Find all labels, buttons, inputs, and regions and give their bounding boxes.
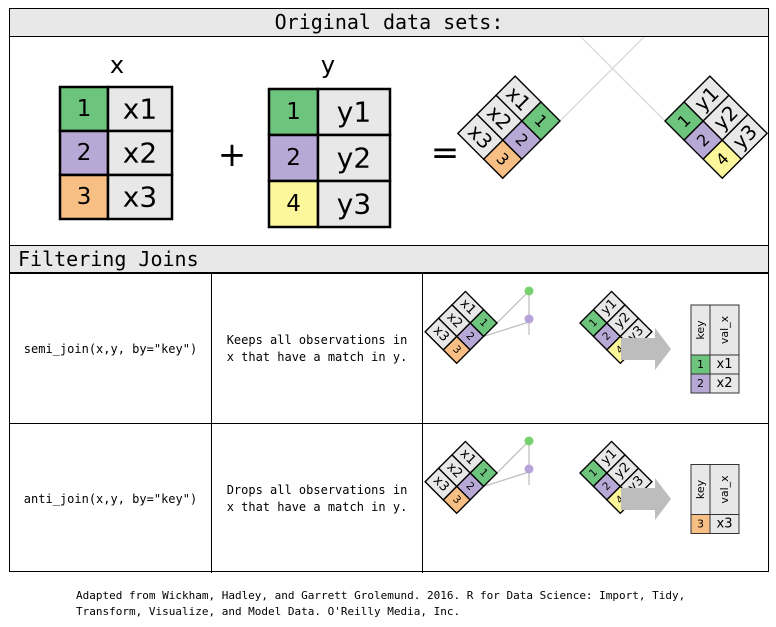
y-key-label: 4 xyxy=(286,191,301,217)
semi-match-dot-purple xyxy=(524,314,534,323)
equals-sign: = xyxy=(431,133,460,173)
semi-result-value-header: val_x xyxy=(718,315,731,344)
y-key-label: 2 xyxy=(286,145,301,171)
x-value-label: x1 xyxy=(123,93,157,126)
anti-result-value-cell xyxy=(709,513,740,534)
anti-result-table: key val_x 3 x3 xyxy=(690,463,740,534)
top-grid-line xyxy=(563,19,685,141)
filtering-joins-header: Filtering Joins xyxy=(10,245,768,273)
semi-x-value-cell xyxy=(424,316,458,351)
anti-match-dot-green xyxy=(524,436,534,445)
x-key-label: 1 xyxy=(77,96,92,122)
y-value-label: y3 xyxy=(337,188,371,221)
y-value-label: y1 xyxy=(337,96,371,129)
semi-result-table: key val_x 1 x1 2 x2 xyxy=(690,304,740,393)
plus-sign: + xyxy=(218,135,247,175)
x-table: 1 x1 2 x2 3 x3 xyxy=(58,85,174,221)
y-value-cell xyxy=(316,133,392,183)
semi-join-description: Keeps all observations in x that have a … xyxy=(212,274,423,423)
semi-result-value-label: x1 xyxy=(717,357,733,372)
anti-match-dot-purple xyxy=(524,464,534,473)
x-table-label: x xyxy=(110,51,124,79)
semi-result-value-cell xyxy=(709,373,740,393)
anti-result-value-header: val_x xyxy=(718,474,731,503)
x-value-cell xyxy=(106,129,174,177)
top-x-value-cell xyxy=(456,113,504,161)
semi-join-row: semi_join(x,y, by="key") Keeps all obser… xyxy=(10,273,768,423)
y-key-label: 1 xyxy=(286,99,301,125)
top-y-value-cell xyxy=(721,113,769,161)
semi-result-value-label: x2 xyxy=(717,376,733,391)
semi-match-lines xyxy=(483,290,530,337)
semi-result-key-label: 2 xyxy=(697,377,704,390)
semi-result-key-header: key xyxy=(694,319,707,339)
semi-join-function: semi_join(x,y, by="key") xyxy=(10,274,212,423)
anti-join-function: anti_join(x,y, by="key") xyxy=(10,424,212,573)
y-value-cell xyxy=(316,87,392,137)
anti-result-arrow xyxy=(621,477,671,520)
x-key-label: 2 xyxy=(77,140,92,166)
semi-match-line xyxy=(483,320,530,337)
top-grid-line xyxy=(540,19,662,141)
y-table: 1 y1 2 y2 4 y3 xyxy=(267,87,392,229)
top-grid-line xyxy=(544,0,666,122)
x-value-label: x2 xyxy=(123,137,157,170)
original-data-header: Original data sets: xyxy=(10,9,768,37)
top-grid-line xyxy=(559,0,681,122)
y-table-label: y xyxy=(321,51,335,79)
anti-result-value-header-cell xyxy=(709,463,740,515)
anti-result-key-header: key xyxy=(694,479,707,499)
semi-match-dot-green xyxy=(524,286,534,295)
anti-match-line xyxy=(483,470,530,487)
anti-result-value-label: x3 xyxy=(717,516,733,531)
anti-x-value-cell xyxy=(424,466,458,501)
y-value-cell xyxy=(316,179,392,229)
anti-join-description: Drops all observations in x that have a … xyxy=(212,424,423,573)
semi-result-arrow xyxy=(621,327,671,370)
x-value-cell xyxy=(106,173,174,221)
anti-match-line xyxy=(496,440,530,473)
semi-result-key-label: 1 xyxy=(697,358,704,371)
anti-join-row: anti_join(x,y, by="key") Drops all obser… xyxy=(10,423,768,573)
anti-result-key-label: 3 xyxy=(697,517,704,530)
x-value-label: x3 xyxy=(123,181,157,214)
x-key-label: 3 xyxy=(77,184,92,210)
anti-match-lines xyxy=(483,440,530,487)
semi-result-value-header-cell xyxy=(709,304,740,355)
semi-match-line xyxy=(496,290,530,323)
source-caption: Adapted from Wickham, Hadley, and Garret… xyxy=(76,589,686,618)
x-key-cell xyxy=(58,173,110,221)
y-value-label: y2 xyxy=(337,142,371,175)
